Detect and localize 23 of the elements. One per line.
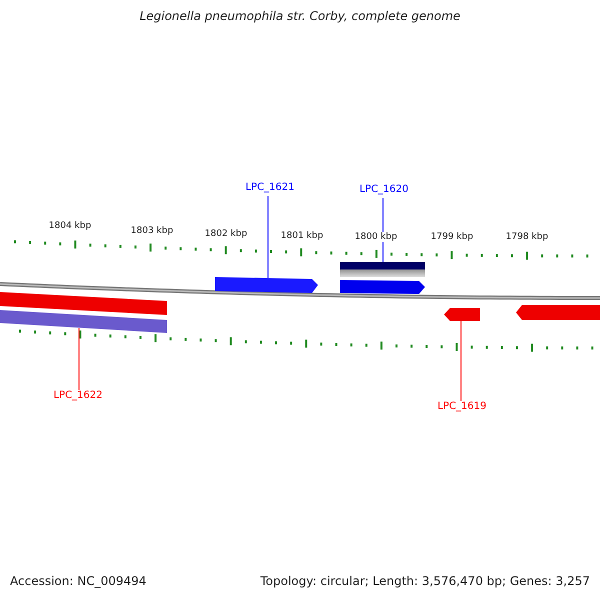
accession-text: Accession: NC_009494 bbox=[10, 574, 146, 588]
scale-label: 1798 kbp bbox=[506, 232, 548, 242]
scale-label: 1803 kbp bbox=[130, 226, 174, 236]
gene-feature bbox=[215, 277, 318, 293]
leader-line bbox=[78, 328, 80, 390]
gene-feature bbox=[340, 280, 425, 294]
scale-label: 1800 kbp bbox=[354, 232, 398, 242]
scale-label: 1799 kbp bbox=[430, 232, 474, 242]
gene-feature bbox=[444, 308, 480, 321]
genome-info-text: Topology: circular; Length: 3,576,470 bp; Genes: 3,257 bbox=[260, 574, 590, 588]
gene-bar bbox=[0, 310, 167, 333]
gene-bar bbox=[340, 262, 425, 277]
scale-label: 1804 kbp bbox=[48, 221, 92, 231]
scale-label: 1801 kbp bbox=[280, 231, 324, 241]
scale-label: 1802 kbp bbox=[204, 229, 248, 239]
leader-line bbox=[460, 320, 462, 402]
gene-label: LPC_1619 bbox=[437, 401, 487, 412]
gene-bar bbox=[0, 292, 167, 315]
gene-label: LPC_1622 bbox=[53, 390, 103, 401]
gene-label: LPC_1620 bbox=[359, 184, 409, 195]
gene-label: LPC_1621 bbox=[245, 182, 295, 193]
title: Legionella pneumophila str. Corby, complete genome bbox=[140, 9, 460, 23]
gene-feature bbox=[516, 305, 600, 320]
